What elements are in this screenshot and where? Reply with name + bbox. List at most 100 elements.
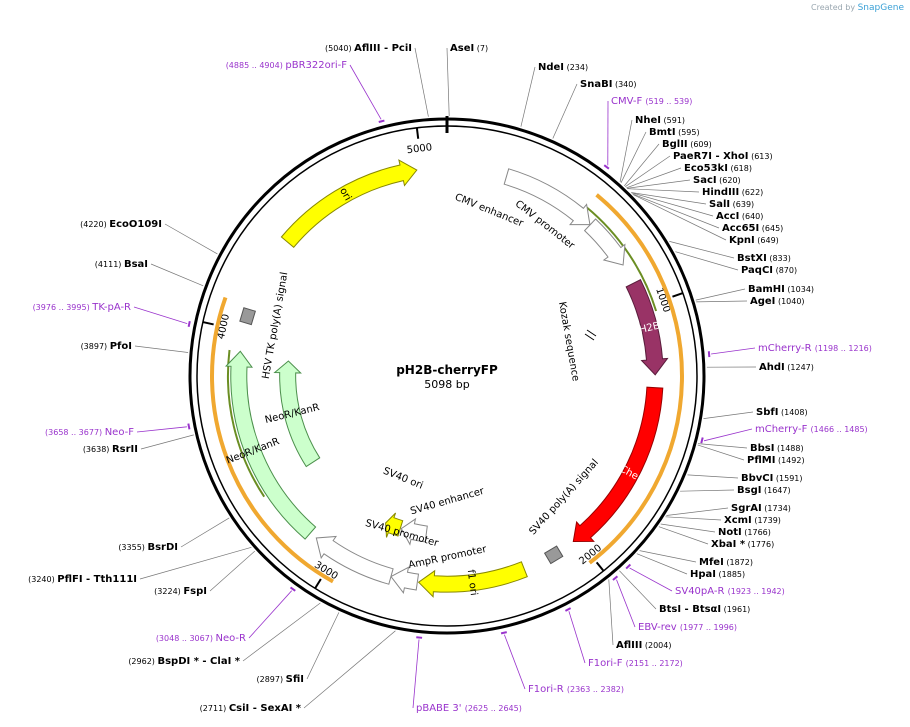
site-leader [414, 47, 429, 117]
site-name: BsrDI [147, 542, 178, 553]
site-label: KpnI (649) [729, 235, 779, 246]
feature-sv40-poly-a-signal [543, 545, 564, 565]
feature-cmv-promoter [583, 218, 626, 266]
site-leader [697, 444, 745, 461]
primer-name: Neo-F [105, 427, 135, 438]
site-name: BtsI [659, 604, 681, 615]
site-name: AflIII [354, 43, 380, 54]
site-label: BamHI (1034) [748, 284, 814, 295]
site-position: (591) [661, 116, 685, 125]
site-label: (2711) CsiI - SexAI * [200, 703, 302, 714]
site-name: RsrII [112, 444, 138, 455]
site-position: (5040) [325, 44, 354, 53]
site-leader [631, 192, 714, 217]
site-name: - SexAI * [249, 703, 301, 714]
site-position: (1591) [773, 474, 802, 483]
feature-neor-kanr [273, 360, 321, 468]
site-label: HindIII (622) [702, 187, 763, 198]
site-position: (340) [612, 80, 636, 89]
site-position: (622) [739, 188, 763, 197]
site-position: (620) [717, 176, 741, 185]
primer-label: F1ori-R (2363 .. 2382) [528, 684, 624, 695]
site-label: AhdI (1247) [759, 362, 814, 373]
site-name: KpnI [729, 235, 755, 246]
primer-name: mCherry-R [758, 343, 815, 354]
site-leader [669, 241, 735, 259]
site-name: CsiI [229, 703, 249, 714]
site-leader [624, 143, 660, 187]
primer-leader [703, 428, 753, 442]
site-position: (1872) [724, 558, 753, 567]
site-leader [660, 523, 716, 533]
primer-name: EBV-rev [638, 622, 680, 633]
site-leader [306, 612, 340, 680]
primer-mark [625, 563, 632, 570]
site-leader [303, 630, 396, 709]
site-name: SalI [709, 199, 730, 210]
primer-range: (3658 .. 3677) [45, 428, 105, 437]
site-name: HindIII [702, 187, 739, 198]
site-leader [639, 550, 697, 563]
site-leader [698, 443, 748, 449]
orf-outline [210, 296, 334, 584]
site-position: (2962) [128, 657, 157, 666]
site-name: XcmI [724, 515, 752, 526]
primer-name: F1ori-F [588, 658, 626, 669]
site-name: PaqCI [741, 265, 773, 276]
site-label: (4220) EcoO109I [80, 219, 162, 230]
primer-range: (1923 .. 1942) [728, 587, 785, 596]
site-position: (833) [767, 254, 791, 263]
site-leader [675, 251, 739, 271]
primer-name: CMV-F [611, 96, 645, 107]
primer-range: (3048 .. 3067) [156, 634, 216, 643]
feature-sv40-promoter [315, 535, 394, 585]
site-name: - BtsαI [681, 604, 721, 615]
feature-label: AmpR promoter [407, 544, 488, 571]
primer-leader [711, 347, 756, 355]
tick-label: 5000 [406, 142, 433, 156]
site-position: (1776) [745, 540, 774, 549]
primer-range: (2363 .. 2382) [567, 685, 624, 694]
site-leader [665, 516, 722, 521]
site-leader [446, 47, 450, 117]
site-label: PflMI (1492) [747, 455, 805, 466]
site-position: (1766) [742, 528, 771, 537]
site-leader [633, 194, 727, 241]
site-leader [552, 83, 578, 139]
site-position: (3897) [81, 342, 110, 351]
site-label: BstXI (833) [737, 253, 791, 264]
site-name: PflFI [57, 574, 82, 585]
site-label: AccI (640) [716, 211, 763, 222]
site-position: (1647) [761, 486, 790, 495]
primer-leader [248, 590, 292, 639]
feature-label: CMV enhancer [453, 192, 525, 230]
site-leader [608, 579, 614, 646]
site-name: AccI [716, 211, 739, 222]
tick-mark [202, 321, 214, 326]
site-leader [620, 131, 647, 183]
site-name: AhdI [759, 362, 785, 373]
tick-mark [314, 578, 322, 589]
site-position: (613) [749, 152, 773, 161]
site-label: (5040) AflIII - PciI [325, 43, 412, 54]
site-label: (3240) PflFI - Tth111I [28, 574, 137, 585]
site-position: (595) [676, 128, 700, 137]
site-leader [619, 119, 633, 183]
site-label: SbfI (1408) [756, 407, 808, 418]
site-leader [666, 507, 729, 516]
primer-leader [616, 579, 636, 628]
feature-label: H2B [638, 321, 661, 337]
site-position: (234) [564, 63, 588, 72]
site-name: BstXI [737, 253, 767, 264]
kozak-mark [586, 329, 597, 337]
primer-name: pBR322ori-F [285, 60, 347, 71]
site-name: EcoO109I [109, 219, 162, 230]
site-leader [140, 434, 194, 450]
primer-leader [349, 64, 382, 120]
site-name: BsgI [737, 485, 761, 496]
site-leader [150, 263, 204, 287]
feature-sv40-ori [385, 512, 404, 538]
primer-name: TK-pA-R [91, 302, 131, 313]
